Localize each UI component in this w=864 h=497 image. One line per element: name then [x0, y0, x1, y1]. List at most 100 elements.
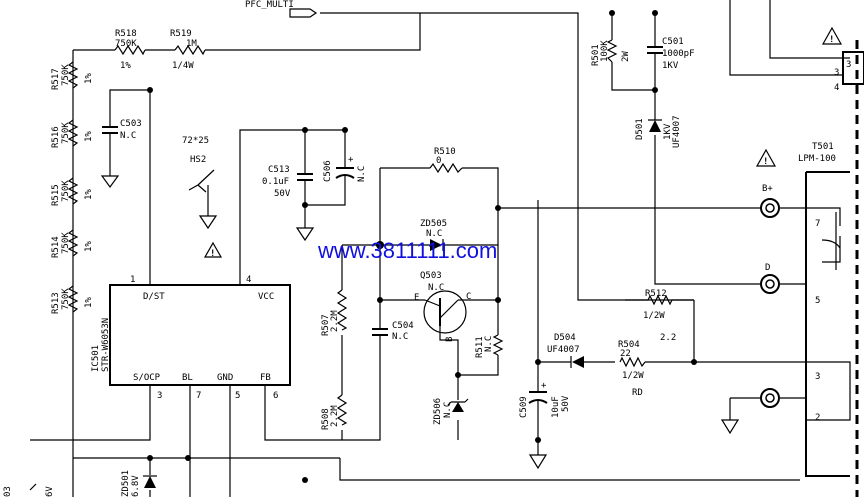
svg-text:UF4007: UF4007: [672, 115, 682, 148]
pfc-multi-net-label: PFC_MULTI: [245, 0, 318, 18]
svg-text:D/ST: D/ST: [143, 292, 165, 302]
capacitor-c506: + C506 N.C: [323, 155, 367, 185]
svg-text:!: !: [829, 35, 834, 45]
terminal-bplus: B+: [760, 184, 780, 218]
warning-icon: !: [821, 26, 843, 45]
svg-text:R516: R516: [51, 126, 61, 148]
svg-text:3: 3: [157, 391, 162, 401]
svg-text:3: 3: [834, 68, 839, 78]
svg-text:D: D: [765, 263, 770, 273]
resistor-r510: R510 0: [429, 147, 463, 174]
svg-text:1: 1: [130, 275, 135, 285]
svg-text:N.C: N.C: [484, 336, 494, 352]
resistor-r518: R518 750K 1%: [114, 29, 146, 71]
svg-text:UF4007: UF4007: [547, 345, 580, 355]
svg-text:72*25: 72*25: [182, 136, 209, 146]
svg-text:BL: BL: [182, 373, 193, 383]
resistor-r513: R513 750K 1%: [51, 285, 94, 314]
svg-text:1%: 1%: [84, 189, 94, 200]
svg-text:+: +: [348, 155, 354, 165]
svg-text:RD: RD: [632, 388, 643, 398]
svg-text:!: !: [210, 249, 215, 259]
svg-text:STR-W6053N: STR-W6053N: [101, 318, 111, 372]
svg-text:T501: T501: [812, 142, 834, 152]
warning-icon: !: [203, 241, 223, 259]
svg-text:50V: 50V: [274, 189, 291, 199]
svg-text:N.C: N.C: [443, 402, 453, 418]
svg-text:R517: R517: [51, 68, 61, 90]
svg-text:C509: C509: [519, 396, 529, 418]
terminal-d: D: [760, 263, 780, 294]
svg-text:S/OCP: S/OCP: [133, 373, 161, 383]
svg-text:750K: 750K: [115, 39, 137, 49]
svg-text:N.C: N.C: [426, 229, 442, 239]
svg-text:1/4W: 1/4W: [172, 61, 194, 71]
svg-text:R511: R511: [475, 336, 485, 358]
zener-zd503-fragment: 03 6V: [3, 483, 55, 497]
svg-text:6: 6: [273, 391, 278, 401]
svg-text:ZD506: ZD506: [433, 398, 443, 425]
zener-zd506: ZD506 N.C: [433, 398, 469, 425]
svg-text:GND: GND: [217, 373, 233, 383]
svg-text:R504: R504: [618, 340, 640, 350]
svg-text:R513: R513: [51, 292, 61, 314]
svg-text:D501: D501: [635, 118, 645, 140]
svg-text:03: 03: [3, 486, 13, 497]
svg-text:7: 7: [815, 219, 820, 229]
svg-text:ZD505: ZD505: [420, 219, 447, 229]
svg-text:1%: 1%: [84, 241, 94, 252]
resistor-r515: R515 750K 1%: [51, 177, 94, 206]
svg-text:FB: FB: [260, 373, 271, 383]
svg-text:R510: R510: [434, 147, 456, 157]
svg-text:C501: C501: [662, 37, 684, 47]
resistor-r507: R507 2.2M: [321, 289, 348, 336]
resistor-r512: R512 1/2W 2.2: [643, 289, 676, 343]
svg-text:R501: R501: [591, 44, 601, 66]
svg-text:R515: R515: [51, 184, 61, 206]
svg-text:C506: C506: [323, 160, 333, 182]
svg-text:B: B: [445, 337, 455, 342]
svg-text:2: 2: [815, 413, 820, 423]
svg-text:+: +: [541, 381, 547, 391]
svg-text:50V: 50V: [561, 395, 571, 412]
svg-text:10uF: 10uF: [551, 396, 561, 418]
svg-text:5: 5: [815, 296, 820, 306]
resistor-r504: R504 22 1/2W: [618, 340, 646, 381]
transistor-q503: Q503 N.C E C B: [414, 271, 471, 350]
svg-text:D504: D504: [554, 333, 576, 343]
svg-text:1%: 1%: [84, 73, 94, 84]
svg-text:2.2M: 2.2M: [330, 405, 340, 427]
junction-dots: [147, 10, 697, 483]
svg-text:N.C: N.C: [357, 166, 367, 182]
svg-text:1%: 1%: [120, 61, 131, 71]
svg-text:750K: 750K: [61, 288, 71, 310]
diode-d504: D504 UF4007: [547, 333, 584, 368]
svg-text:1%: 1%: [84, 297, 94, 308]
svg-text:LPM-100: LPM-100: [798, 154, 836, 164]
svg-text:IC501: IC501: [91, 345, 101, 372]
transformer-t501: T501 LPM-100 7 5 3 2: [798, 142, 851, 477]
capacitor-c501: C501 1000pF 1KV: [647, 37, 695, 71]
svg-text:ZD501: ZD501: [121, 470, 131, 497]
svg-text:PFC_MULTI: PFC_MULTI: [245, 0, 294, 10]
svg-text:Q503: Q503: [420, 271, 442, 281]
svg-text:6V: 6V: [45, 486, 55, 497]
svg-text:R514: R514: [51, 236, 61, 258]
svg-text:4: 4: [246, 275, 251, 285]
svg-text:2W: 2W: [621, 51, 631, 62]
svg-text:1KV: 1KV: [663, 123, 673, 140]
diode-d501: D501 1KV UF4007: [635, 115, 682, 148]
ic-str-w6053n: D/ST VCC S/OCP BL GND FB 1 4 3 7 5 6 IC5…: [91, 275, 291, 401]
svg-text:R519: R519: [170, 29, 192, 39]
svg-text:6.8V: 6.8V: [131, 475, 141, 497]
resistor-r514: R514 750K 1%: [51, 229, 94, 258]
svg-text:B+: B+: [762, 184, 773, 194]
svg-text:100K: 100K: [600, 40, 610, 62]
heatsink-hs2: 72*25 HS2: [182, 136, 215, 216]
svg-text:5: 5: [235, 391, 240, 401]
svg-text:C513: C513: [268, 165, 290, 175]
resistor-r511: R511 N.C: [475, 334, 504, 358]
svg-text:1%: 1%: [84, 131, 94, 142]
